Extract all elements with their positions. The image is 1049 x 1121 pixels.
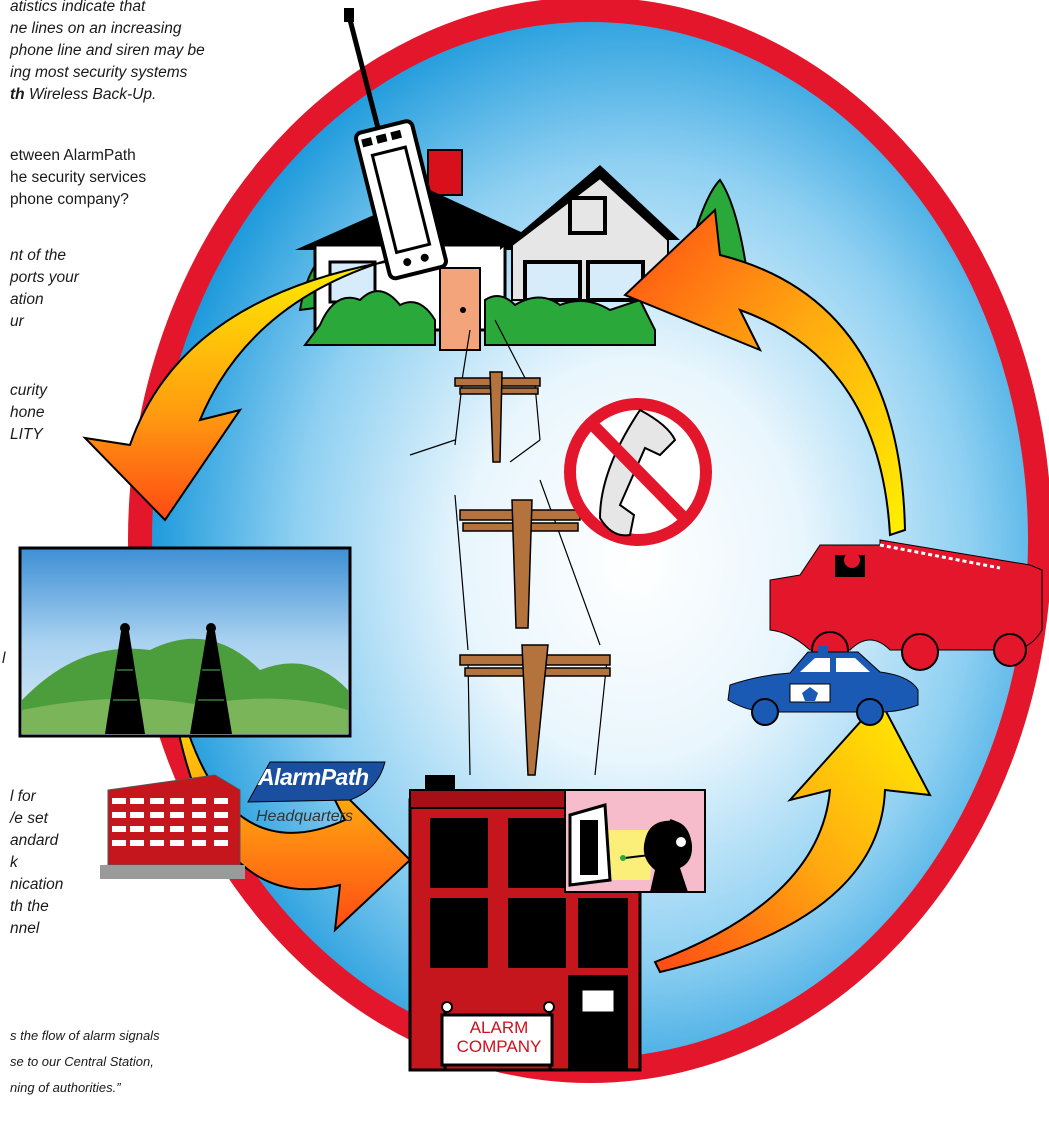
text-hq: l for /e set andard k nication th the nn… [10,786,63,940]
text-line: k [10,852,63,874]
text-line: phone line and siren may be [10,40,205,62]
text-line: l for [10,786,63,808]
text-line: ation [10,289,79,311]
text-line: ne lines on an increasing [10,18,205,40]
text-line: etween AlarmPath [10,145,146,167]
text-backup: th Wireless Back-Up. [10,84,205,106]
text-line: hone [10,402,47,424]
text-line: nnel [10,918,63,940]
operator-headset-icon [565,790,705,892]
text-line: th the [10,896,63,918]
text-bold: th [10,86,25,103]
headquarters-label: Headquarters [256,808,353,826]
alarmpath-logo-text: AlarmPath [258,764,369,791]
sign-line-1: ALARM [447,1018,551,1037]
text-answer2: curity hone LITY [10,380,47,446]
text-line: Wireless Back-Up. [25,86,157,103]
sign-line-2: COMPANY [447,1037,551,1056]
text-stats: atistics indicate that ne lines on an in… [10,0,205,106]
radio-tower-icon [20,548,350,736]
text-line: /e set [10,808,63,830]
no-phone-icon [570,404,706,540]
text-line: ing most security systems [10,62,205,84]
caption-line: se to our Central Station, [10,1049,160,1075]
text-fragment: l [2,648,5,670]
text-line: he security services [10,167,146,189]
text-line: ports your [10,267,79,289]
text-line: nt of the [10,245,79,267]
text-line: atistics indicate that [10,0,205,18]
text-line: andard [10,830,63,852]
text-line: ur [10,311,79,333]
caption-line: ning of authorities.” [10,1075,160,1101]
text-question: etween AlarmPath he security services ph… [10,145,146,211]
caption-line: s the flow of alarm signals [10,1023,160,1049]
text-line: l [2,648,5,670]
caption: s the flow of alarm signals se to our Ce… [10,1023,160,1101]
text-line: LITY [10,424,47,446]
text-line: nication [10,874,63,896]
text-line: curity [10,380,47,402]
alarm-company-sign-text: ALARM COMPANY [447,1018,551,1056]
office-building-icon [100,775,245,879]
text-line: phone company? [10,189,146,211]
text-answer1: nt of the ports your ation ur [10,245,79,333]
